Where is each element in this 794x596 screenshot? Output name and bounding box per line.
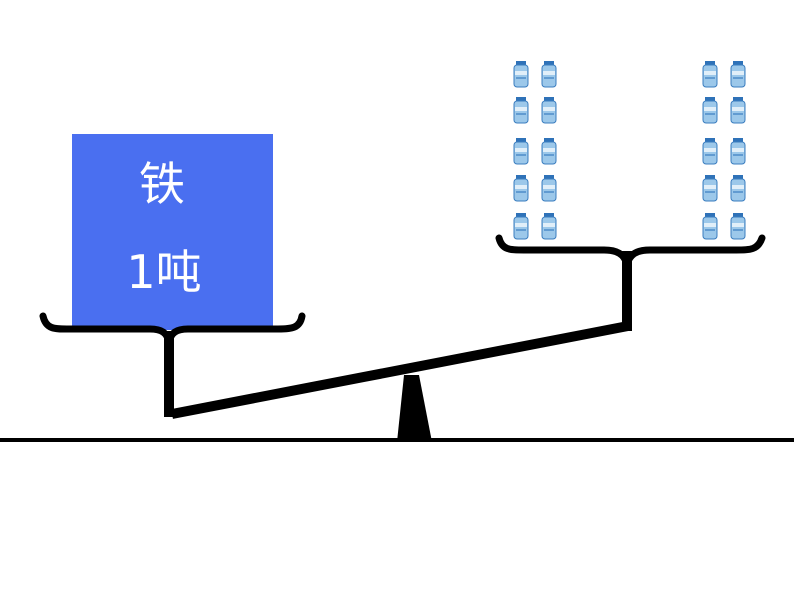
water-jug-icon bbox=[702, 60, 718, 88]
right-post bbox=[622, 251, 632, 331]
water-jug-icon bbox=[541, 60, 557, 88]
water-jug-icon bbox=[541, 174, 557, 202]
water-jug-icon bbox=[702, 137, 718, 165]
bottle-group-right bbox=[702, 60, 746, 240]
bottle-group-left bbox=[513, 60, 557, 240]
water-jug-icon bbox=[730, 174, 746, 202]
water-jug-icon bbox=[541, 96, 557, 124]
right-tray bbox=[495, 234, 766, 277]
iron-label: 铁 bbox=[139, 157, 185, 211]
water-jug-icon bbox=[702, 174, 718, 202]
water-jug-icon bbox=[513, 137, 529, 165]
water-jug-icon bbox=[730, 212, 746, 240]
water-jug-icon bbox=[513, 96, 529, 124]
left-tray bbox=[39, 312, 306, 343]
water-jug-icon bbox=[541, 212, 557, 240]
water-jug-icon bbox=[702, 212, 718, 240]
water-jug-icon bbox=[513, 60, 529, 88]
water-jug-icon bbox=[513, 174, 529, 202]
water-jug-icon bbox=[730, 96, 746, 124]
water-jug-icon bbox=[730, 137, 746, 165]
balance-beam bbox=[171, 321, 629, 419]
fulcrum bbox=[397, 375, 432, 442]
water-jug-icon bbox=[541, 137, 557, 165]
left-post bbox=[164, 331, 174, 417]
water-jug-icon bbox=[702, 96, 718, 124]
water-jug-icon bbox=[513, 212, 529, 240]
water-jug-icon bbox=[730, 60, 746, 88]
iron-weight-label: 1吨 bbox=[126, 245, 201, 299]
iron-block bbox=[72, 134, 273, 330]
